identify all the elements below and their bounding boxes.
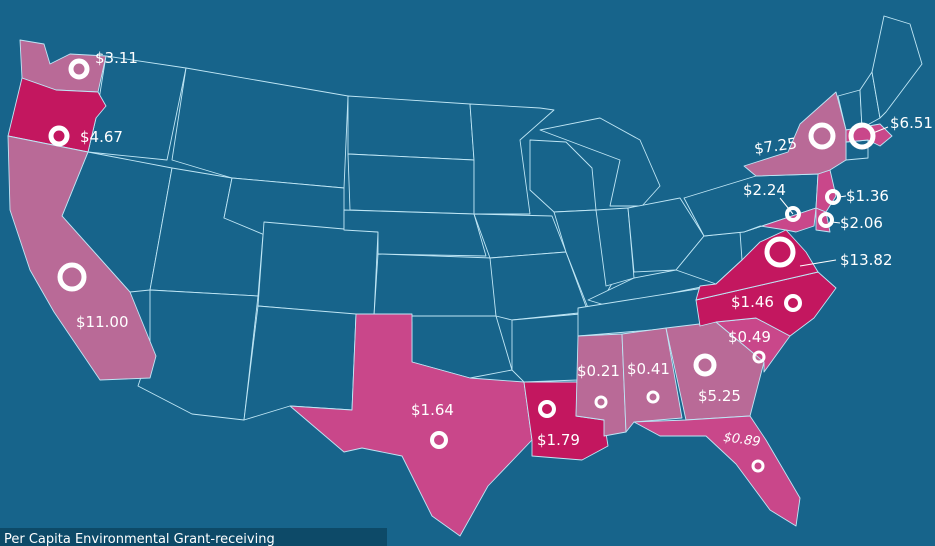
marker-ms xyxy=(594,395,608,409)
state-nc xyxy=(695,271,837,337)
marker-tx xyxy=(430,431,448,449)
state-markers: $3.11 $4.67 $11.00 $1.64 $1.79 $0.21 $0.… xyxy=(48,49,933,473)
leader-md xyxy=(779,197,794,215)
label-la: $1.79 xyxy=(537,431,580,449)
state-nd xyxy=(347,95,475,161)
state-fl xyxy=(633,415,801,527)
state-me xyxy=(871,15,923,119)
label-al: $0.41 xyxy=(627,360,670,378)
base-states xyxy=(61,15,923,421)
state-al xyxy=(621,327,683,433)
marker-ny xyxy=(808,122,836,150)
label-ga: $5.25 xyxy=(698,387,741,405)
state-ks xyxy=(373,253,497,317)
label-ms: $0.21 xyxy=(577,362,620,380)
label-fl: $0.89 xyxy=(722,430,761,450)
label-wa: $3.11 xyxy=(95,49,138,67)
marker-nc xyxy=(784,294,802,312)
label-md: $2.24 xyxy=(743,181,786,199)
state-nm xyxy=(243,305,357,421)
state-mi xyxy=(539,117,661,207)
state-mn xyxy=(469,103,555,215)
marker-va xyxy=(764,236,796,268)
leader-nj xyxy=(838,195,847,198)
state-sd xyxy=(347,153,475,215)
state-wv xyxy=(675,231,743,285)
label-ca: $11.00 xyxy=(76,313,129,331)
state-ca xyxy=(7,135,157,381)
leader-de xyxy=(831,221,841,224)
state-mo xyxy=(489,251,589,321)
state-tx xyxy=(289,313,533,537)
state-ny xyxy=(743,91,847,177)
label-ma: $6.51 xyxy=(890,114,933,132)
label-nj: $1.36 xyxy=(846,187,889,205)
marker-or xyxy=(48,125,70,147)
marker-md xyxy=(785,206,801,222)
leader-ma xyxy=(872,126,889,134)
marker-la xyxy=(538,400,556,418)
state-co xyxy=(257,221,379,317)
marker-ma xyxy=(848,122,876,150)
label-ny: $7.25 xyxy=(753,134,798,158)
label-tx: $1.64 xyxy=(411,401,454,419)
label-nc: $1.46 xyxy=(731,293,774,311)
state-wi xyxy=(529,139,597,213)
marker-de xyxy=(818,212,834,228)
marker-fl xyxy=(751,459,765,473)
label-de: $2.06 xyxy=(840,214,883,232)
state-mt xyxy=(171,67,349,189)
marker-wa xyxy=(68,58,90,80)
marker-ga xyxy=(693,353,717,377)
marker-al xyxy=(646,390,660,404)
label-or: $4.67 xyxy=(80,128,123,146)
leader-va xyxy=(799,259,837,267)
marker-sc xyxy=(752,350,766,364)
marker-ca xyxy=(57,262,87,292)
label-va: $13.82 xyxy=(840,251,893,269)
state-ar xyxy=(511,313,581,383)
legend-title: Per Capita Environmental Grant-receiving xyxy=(0,528,387,546)
state-ia xyxy=(473,213,567,259)
label-sc: $0.49 xyxy=(728,328,771,346)
